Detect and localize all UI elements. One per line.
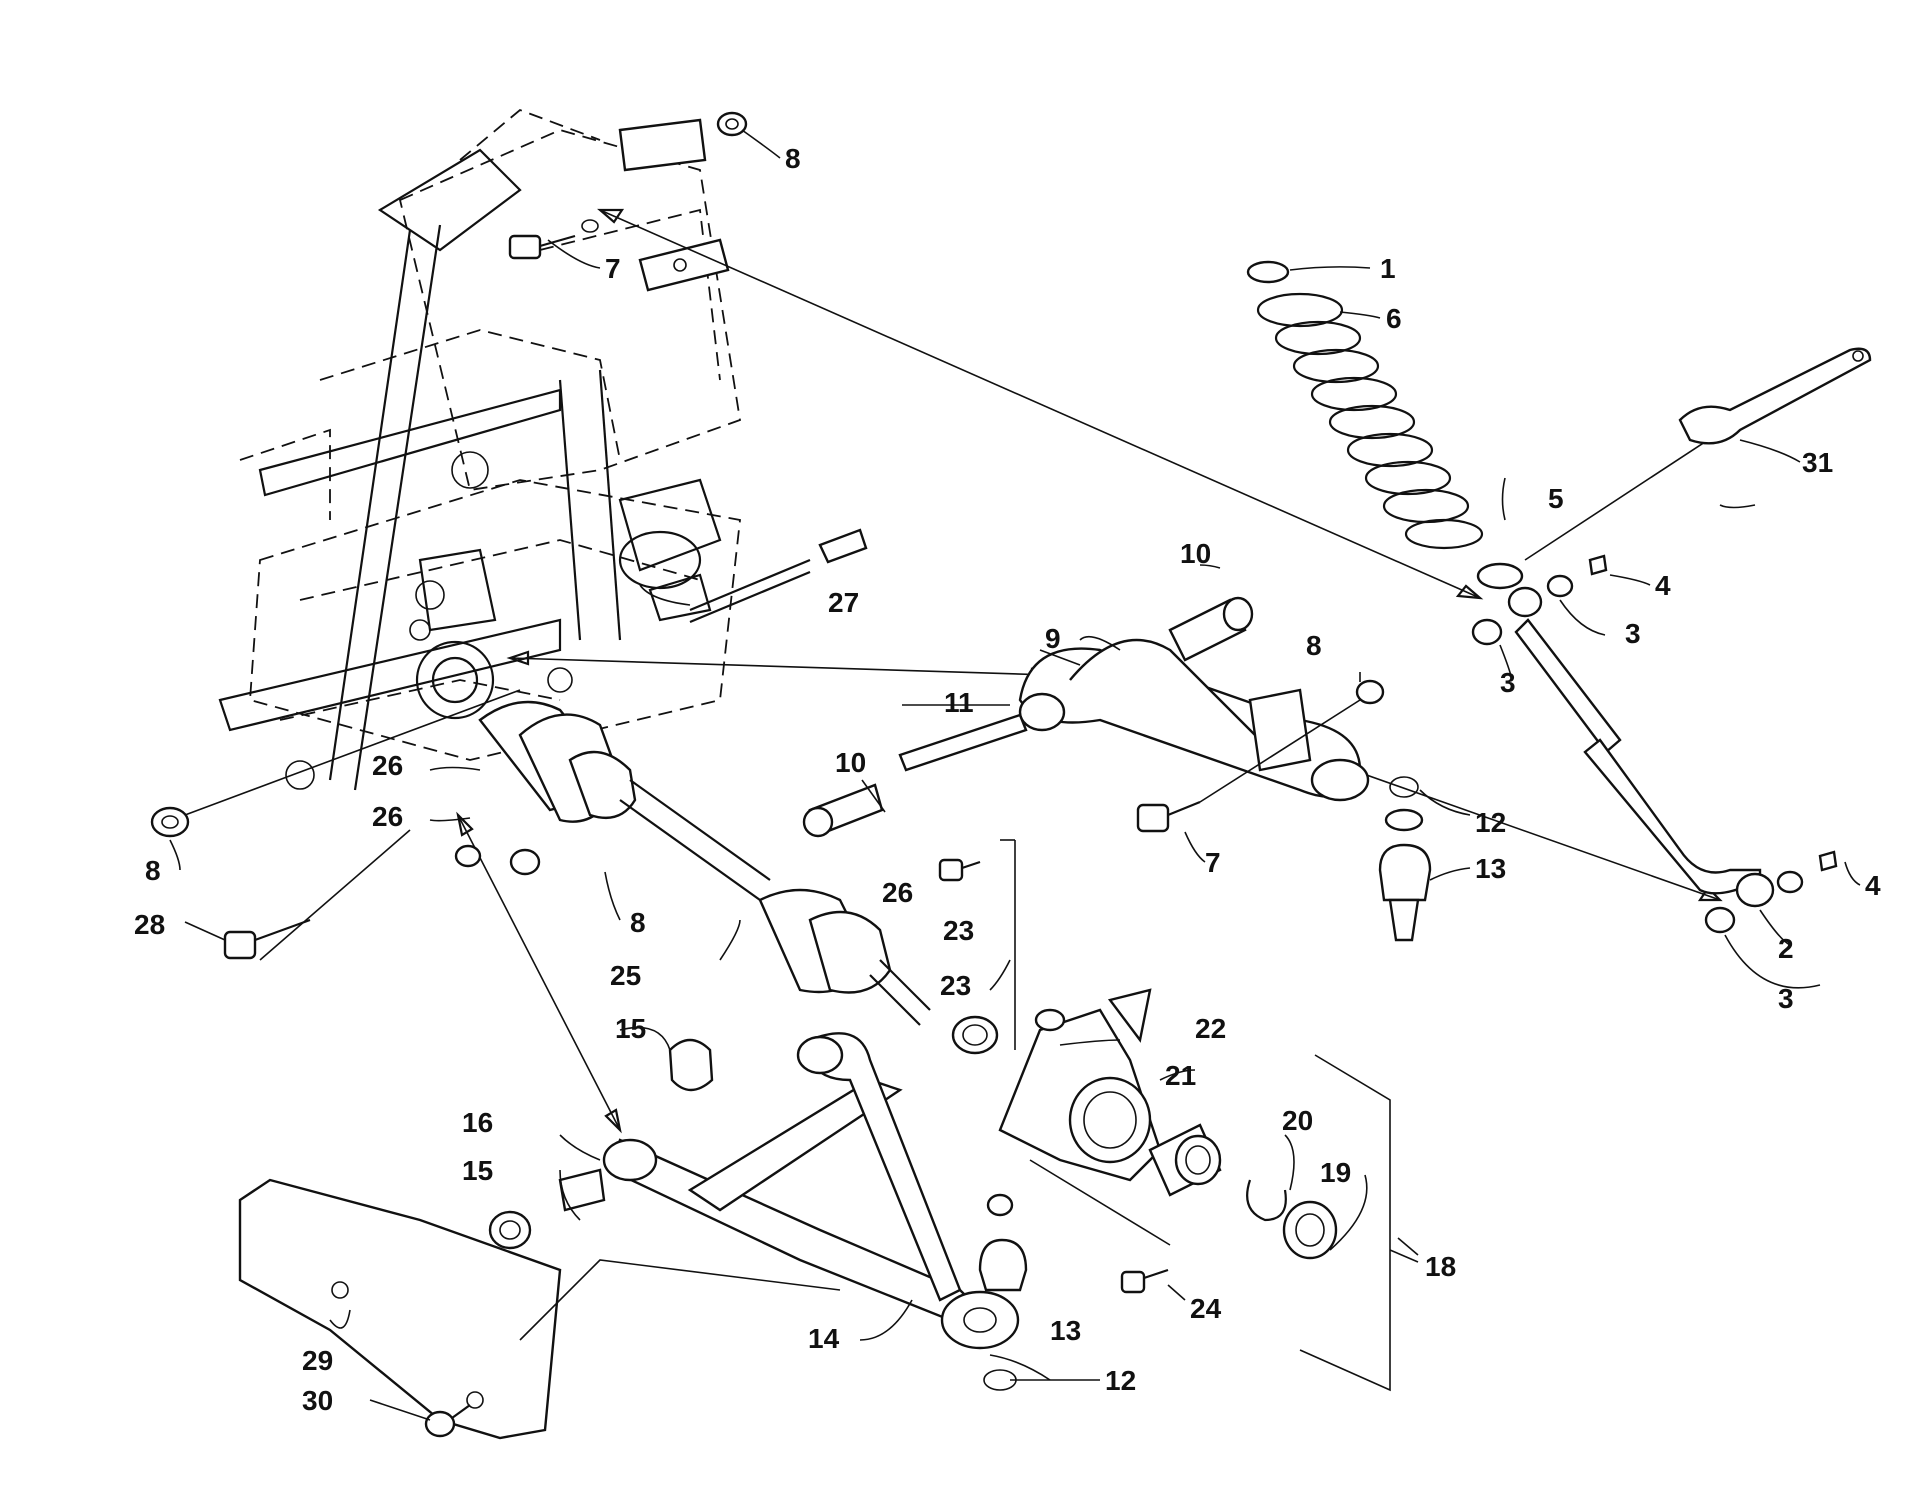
upper-mount-bracket [618, 118, 730, 292]
callout-26-right: 26 [882, 877, 913, 908]
bracket-17 [1299, 1054, 1419, 1392]
callout-9: 9 [1045, 623, 1061, 654]
lower-a-arm-14 [602, 1032, 1020, 1350]
callout-2: 2 [1778, 933, 1794, 964]
spanner-wrench-31 [1678, 347, 1872, 445]
callout-12-lower: 12 [1105, 1365, 1136, 1396]
bolt-27 [689, 528, 868, 624]
bushings-10-11 [802, 596, 1254, 838]
callout-24: 25 [610, 960, 641, 991]
callout-14: 14 [808, 1323, 840, 1354]
callout-7-mid: 7 [1205, 847, 1221, 878]
upper-a-arm-9 [1018, 638, 1370, 802]
callout-13-upper: 13 [1475, 853, 1506, 884]
steering-knuckle-21 [998, 988, 1162, 1182]
bolt-7-mid [1136, 699, 1361, 833]
callout-10-bottom: 10 [835, 747, 866, 778]
callout-31: 31 [1802, 447, 1833, 478]
callout-17: 18 [1425, 1251, 1456, 1282]
callout-19: 20 [1282, 1105, 1313, 1136]
ball-joint-upper [1378, 776, 1432, 942]
callout-21: 22 [1195, 1013, 1226, 1044]
bolt-23-lower [1029, 1159, 1171, 1294]
callout-23-upper: 23 [943, 915, 974, 946]
callout-18: 19 [1320, 1157, 1351, 1188]
nut-8-left [150, 689, 521, 838]
callout-leaders [169, 129, 1861, 1421]
seal-18 [1282, 1200, 1338, 1260]
callout-4-bottom: 4 [1865, 870, 1881, 901]
callout-6: 6 [1386, 303, 1402, 334]
callout-26-left: 26 [372, 801, 403, 832]
callout-4-top: 4 [1655, 570, 1671, 601]
bushings-15-16 [488, 1038, 714, 1250]
callout-3-top-left: 3 [1500, 667, 1516, 698]
bolt-23-upper [938, 839, 1016, 1050]
callout-11: 11 [944, 687, 974, 718]
callout-16: 16 [462, 1107, 493, 1138]
callout-15-top: 15 [615, 1013, 646, 1044]
bearing-20 [1148, 1123, 1222, 1197]
callout-23-lower: 24 [1190, 1293, 1222, 1324]
callout-25: 26 [372, 750, 403, 781]
callout-5: 5 [1548, 483, 1564, 514]
shock-absorber [1471, 554, 1838, 934]
callout-27: 27 [828, 587, 859, 618]
callout-3-top-right: 3 [1625, 618, 1641, 649]
skid-plate-29 [238, 1178, 841, 1440]
snap-ring-19 [1246, 1179, 1287, 1222]
callout-8-mid: 8 [1306, 630, 1322, 661]
spring-6 [1246, 260, 1524, 590]
callout-29: 29 [302, 1345, 333, 1376]
bolt-7-top [508, 219, 599, 260]
screw-30 [424, 1404, 471, 1438]
callout-28: 28 [134, 909, 165, 940]
callout-1: 1 [1380, 253, 1396, 284]
callout-12-upper: 12 [1475, 807, 1506, 838]
callout-13-lower: 13 [1050, 1315, 1081, 1346]
callout-20: 21 [1165, 1060, 1196, 1091]
leader-arrows [456, 208, 1831, 1134]
callout-8-left: 8 [145, 855, 161, 886]
callout-7-top: 7 [605, 253, 621, 284]
callout-8-top: 8 [785, 143, 801, 174]
callout-labels: 1 6 8 7 10 9 11 10 8 7 12 13 5 4 3 3 4 2… [134, 143, 1881, 1416]
seal-22 [951, 1015, 999, 1055]
bolt-28 [223, 829, 411, 961]
callout-10-top: 10 [1180, 538, 1211, 569]
callout-15-left: 15 [462, 1155, 493, 1186]
nut-8-top [716, 111, 748, 137]
callout-22: 23 [940, 970, 971, 1001]
callout-8-low: 8 [630, 907, 646, 938]
washers-left [454, 844, 541, 876]
nut-8-mid [1355, 679, 1385, 705]
cv-axle-24 [478, 700, 931, 1026]
vehicle-frame [218, 108, 742, 791]
callout-3-bottom: 3 [1778, 983, 1794, 1014]
callout-30: 30 [302, 1385, 333, 1416]
